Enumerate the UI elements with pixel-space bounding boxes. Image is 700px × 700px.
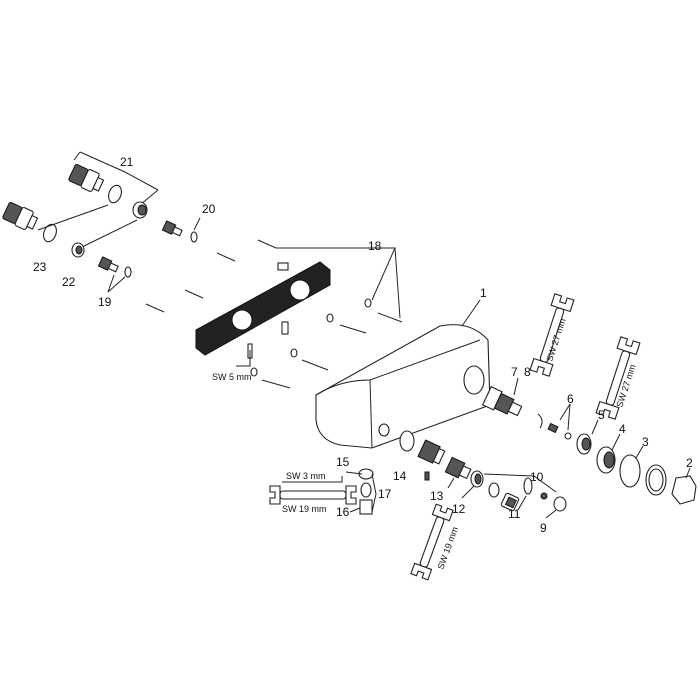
label-8: 8 <box>524 365 531 379</box>
label-18: 18 <box>368 239 382 253</box>
label-4: 4 <box>619 422 626 436</box>
fittings-15-17: 15 17 16 SW 3 mm SW 19 mm <box>269 455 392 519</box>
tool-sw3: SW 3 mm <box>286 471 326 481</box>
label-21: 21 <box>120 155 134 169</box>
lower-assembly-12-14: 13 12 14 <box>393 430 484 516</box>
handle-group-10: 10 11 9 <box>483 470 567 535</box>
label-20: 20 <box>202 202 216 216</box>
fittings-19-20: 20 19 <box>97 202 216 309</box>
label-17: 17 <box>378 487 392 501</box>
label-6: 6 <box>567 392 574 406</box>
label-9: 9 <box>540 521 547 535</box>
screws-18: 18 <box>145 239 403 389</box>
tool-sw19-a: SW 19 mm <box>282 504 327 514</box>
label-12: 12 <box>452 502 466 516</box>
inlet-group-21: 21 23 22 <box>2 151 159 289</box>
label-23: 23 <box>33 260 47 274</box>
mounting-plate: SW 5 mm <box>195 261 331 382</box>
label-13: 13 <box>430 489 444 503</box>
label-7: 7 <box>511 365 518 379</box>
label-11: 11 <box>508 507 521 521</box>
label-15: 15 <box>336 455 350 469</box>
wrench-sw27-right: SW 27 mm <box>595 336 641 420</box>
label-2: 2 <box>686 456 693 470</box>
label-14: 14 <box>393 469 407 483</box>
tool-sw5: SW 5 mm <box>212 372 252 382</box>
thermostat-body-1: 1 <box>315 286 491 449</box>
label-16: 16 <box>336 505 350 519</box>
cartridge-7-8: 7 8 6 <box>481 365 574 440</box>
label-5: 5 <box>598 408 605 422</box>
label-10: 10 <box>530 470 544 484</box>
label-19: 19 <box>98 295 112 309</box>
label-1: 1 <box>480 286 487 300</box>
label-3: 3 <box>642 435 649 449</box>
label-22: 22 <box>62 275 76 289</box>
wrench-sw27-upper: SW 27 mm <box>529 293 575 377</box>
handle-rings-2-5: 5 4 3 2 <box>576 408 697 505</box>
